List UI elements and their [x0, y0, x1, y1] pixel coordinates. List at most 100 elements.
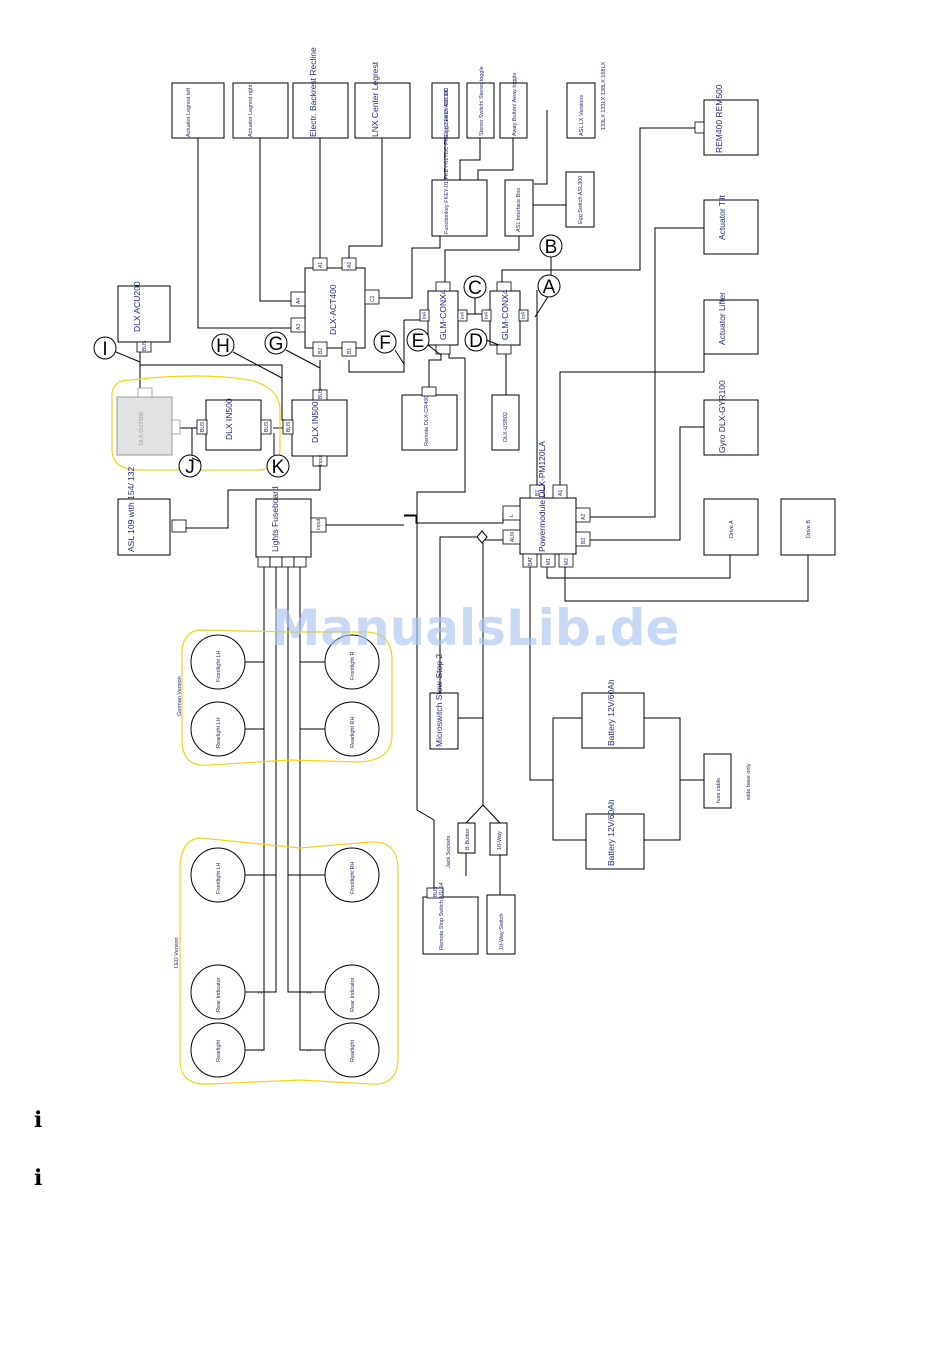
label-actuator-legrest-left: Actuator Legrest left: [186, 87, 192, 137]
svg-text:C: C: [468, 278, 482, 299]
block-electr-backrest: Electr. Backrest Recline: [292, 47, 349, 139]
marker-g: G: [264, 331, 288, 355]
svg-text:G: G: [269, 334, 284, 355]
label-lx-versions-list: 133LX 133LX 138LX 168LX: [601, 61, 607, 130]
lamp-frontlight-rh-led: Frontlight RH: [324, 847, 380, 903]
lamp-frontlight-r-german: Frontlight R: [324, 634, 380, 690]
svg-text:E: E: [412, 331, 425, 352]
port-a1: A1: [318, 262, 324, 268]
label-asl-lx-versions: ASL LX Versions: [579, 95, 585, 136]
port-b2: B2: [318, 348, 324, 354]
port-a3: A3: [296, 324, 302, 330]
group-label-led: LED Version: [174, 937, 180, 968]
top-blocks: Actuator Legrest left Actuator Legrest r…: [171, 47, 759, 237]
label-frontlight-lh-led: Frontlight LH: [216, 862, 222, 894]
label-rearlight-lh-german: Rearlight LH: [216, 717, 222, 748]
watermark: ManualsLib.de: [271, 599, 680, 657]
block-microswitch: Microswitch Stow-Stop 2: [429, 654, 459, 750]
block-dlx-out500: DLX OUT500: [116, 387, 181, 456]
port-bus-in500-1a: BUS: [200, 421, 206, 432]
svg-text:A: A: [543, 277, 556, 298]
port-a2: A2: [347, 262, 353, 268]
lamp-rearlight-lh-german: Rearlight LH: [190, 701, 246, 757]
port-a2-pm: A2: [581, 514, 587, 520]
block-away-button: Away Button/ Away toggle: [499, 73, 528, 139]
port-l-pm: L: [509, 514, 515, 517]
label-jack-sockets: Jack Sockets: [446, 835, 452, 868]
marker-d: D: [464, 328, 488, 352]
svg-text:F: F: [379, 333, 391, 354]
block-remote-dlx-cr400: Remote DLX-CR400: [401, 386, 458, 451]
port-aux-pm: AUX: [510, 531, 516, 542]
lamps: Frontlight LH Rearlight LH Frontlight R …: [174, 634, 380, 1078]
label-wide-base: wide base only: [746, 763, 752, 801]
port-bat-pm: BAT: [528, 557, 534, 566]
label-glm-conx4-1: GLM-CONX4: [438, 289, 448, 340]
svg-text:K: K: [272, 457, 285, 478]
label-remote-stop-switch: Remote Stop Switch ASL54: [439, 882, 445, 950]
label-away-button: Away Button/ Away toggle: [512, 73, 518, 136]
lamp-rearlight-rh-german: Rearlight RH: [324, 701, 380, 757]
block-stereo-switch: Stereo Switch/ Stereo toggle: [466, 66, 495, 139]
block-asl-lx-versions: ASL LX Versions 133LX 133LX 138LX 168LX: [566, 61, 607, 139]
lamp-rear-indicator-r: Rear Indicator: [324, 964, 380, 1020]
port-in4-4: In4: [521, 312, 527, 319]
block-actuator-lifter: Actuator Lifter: [703, 292, 759, 355]
label-frontlight-r-german: Frontlight R: [350, 652, 356, 680]
block-glm-conx4-1: In4 In4 GLM-CONX4: [419, 281, 468, 355]
block-rem400: REM400 REM500: [694, 84, 759, 156]
label-lnx-center-legrest: LNX Center Legrest: [370, 61, 380, 137]
label-rear-indicator-l: Rear Indicator: [216, 977, 222, 1012]
marker-h: H: [211, 333, 235, 357]
block-drive-a: Drive A: [703, 498, 759, 556]
port-in4-3: In4: [484, 312, 490, 319]
label-glm-conx4-2: GLM-CONX4: [500, 289, 510, 340]
marker-j: J: [178, 454, 202, 478]
port-a4: A4: [296, 298, 302, 304]
svg-text:H: H: [216, 336, 230, 357]
block-powermodule: B1 A1 L AUX A2 B2 BAT M1 M2 Powermodule …: [502, 441, 591, 568]
label-microswitch: Microswitch Stow-Stop 2: [434, 654, 444, 747]
block-actuator-legrest-right: Actuator Legrest right: [232, 82, 289, 139]
block-function-key: Functionkey FKEY-01 FKEY-01TDC FKEY-02 F…: [431, 88, 488, 237]
label-rear-indicator-r: Rear Indicator: [350, 977, 356, 1012]
markers: A B C D E F G H I J K: [93, 234, 563, 478]
port-in4-2: In4: [460, 312, 466, 319]
block-dlx-act400: A1 A2 A4 A3 C1 B2 B1 DLX-ACT400: [290, 257, 380, 357]
label-egg-switch: Egg Switch ASL300: [578, 176, 584, 224]
marker-a: A: [537, 274, 561, 298]
port-b1-pm: B1: [535, 490, 541, 496]
port-b2-pm: B2: [581, 538, 587, 544]
port-bus-in500-2a: BUS: [286, 421, 292, 432]
block-remote-stop-switch: BUS Remote Stop Switch ASL54 Jack Socket…: [422, 835, 479, 955]
wire-label-2-right: 2: [307, 991, 313, 994]
label-egg-switch-top: Egg Switch ASL300: [444, 88, 450, 136]
marker-b: B: [539, 234, 563, 258]
block-glm-conx4-2: In4 In4 GLM-CONX4: [481, 281, 529, 355]
wire-label-1-right: 1: [307, 1049, 313, 1052]
lamp-rearlight-l: Rearlight: [190, 1022, 246, 1078]
block-battery-2: Battery 12V/60Ah: [585, 799, 645, 870]
label-function-key: Functionkey FKEY-01 FKEY-01TDC FKEY-02 F…: [444, 88, 450, 234]
label-rearlight-l: Rearlight: [216, 1040, 222, 1062]
block-dlx-in500-1: BUS BUS DLX IN500: [196, 398, 272, 451]
block-gyro: Gyro DLX-GYR100: [703, 380, 759, 456]
zone-led: [179, 837, 399, 1085]
label-rearlight-rh-german: Rearlight RH: [350, 716, 356, 748]
lamp-frontlight-lh-led: Frontlight LH: [190, 847, 246, 903]
svg-text:B: B: [545, 237, 558, 258]
label-dlx-out500: DLX OUT500: [139, 412, 145, 445]
label-electr-backrest: Electr. Backrest Recline: [308, 47, 318, 137]
label-actuator-tilt: Actuator Tilt: [717, 194, 727, 240]
block-asl-109: ASL 109 with 154/ 132: [117, 467, 187, 556]
zone-german: [181, 629, 393, 766]
label-drive-a: Drive A: [729, 520, 735, 538]
block-asl-interface-box: ASL Interface Box: [504, 179, 534, 237]
lamp-frontlight-lh-german: Frontlight LH: [190, 634, 246, 690]
block-actuator-tilt: Actuator Tilt: [703, 194, 759, 255]
marker-i: I: [93, 336, 117, 360]
block-actuator-legrest-left: Actuator Legrest left: [171, 82, 225, 139]
port-c1: C1: [370, 295, 376, 302]
block-way-switch: 10-Way Switch: [486, 894, 516, 955]
